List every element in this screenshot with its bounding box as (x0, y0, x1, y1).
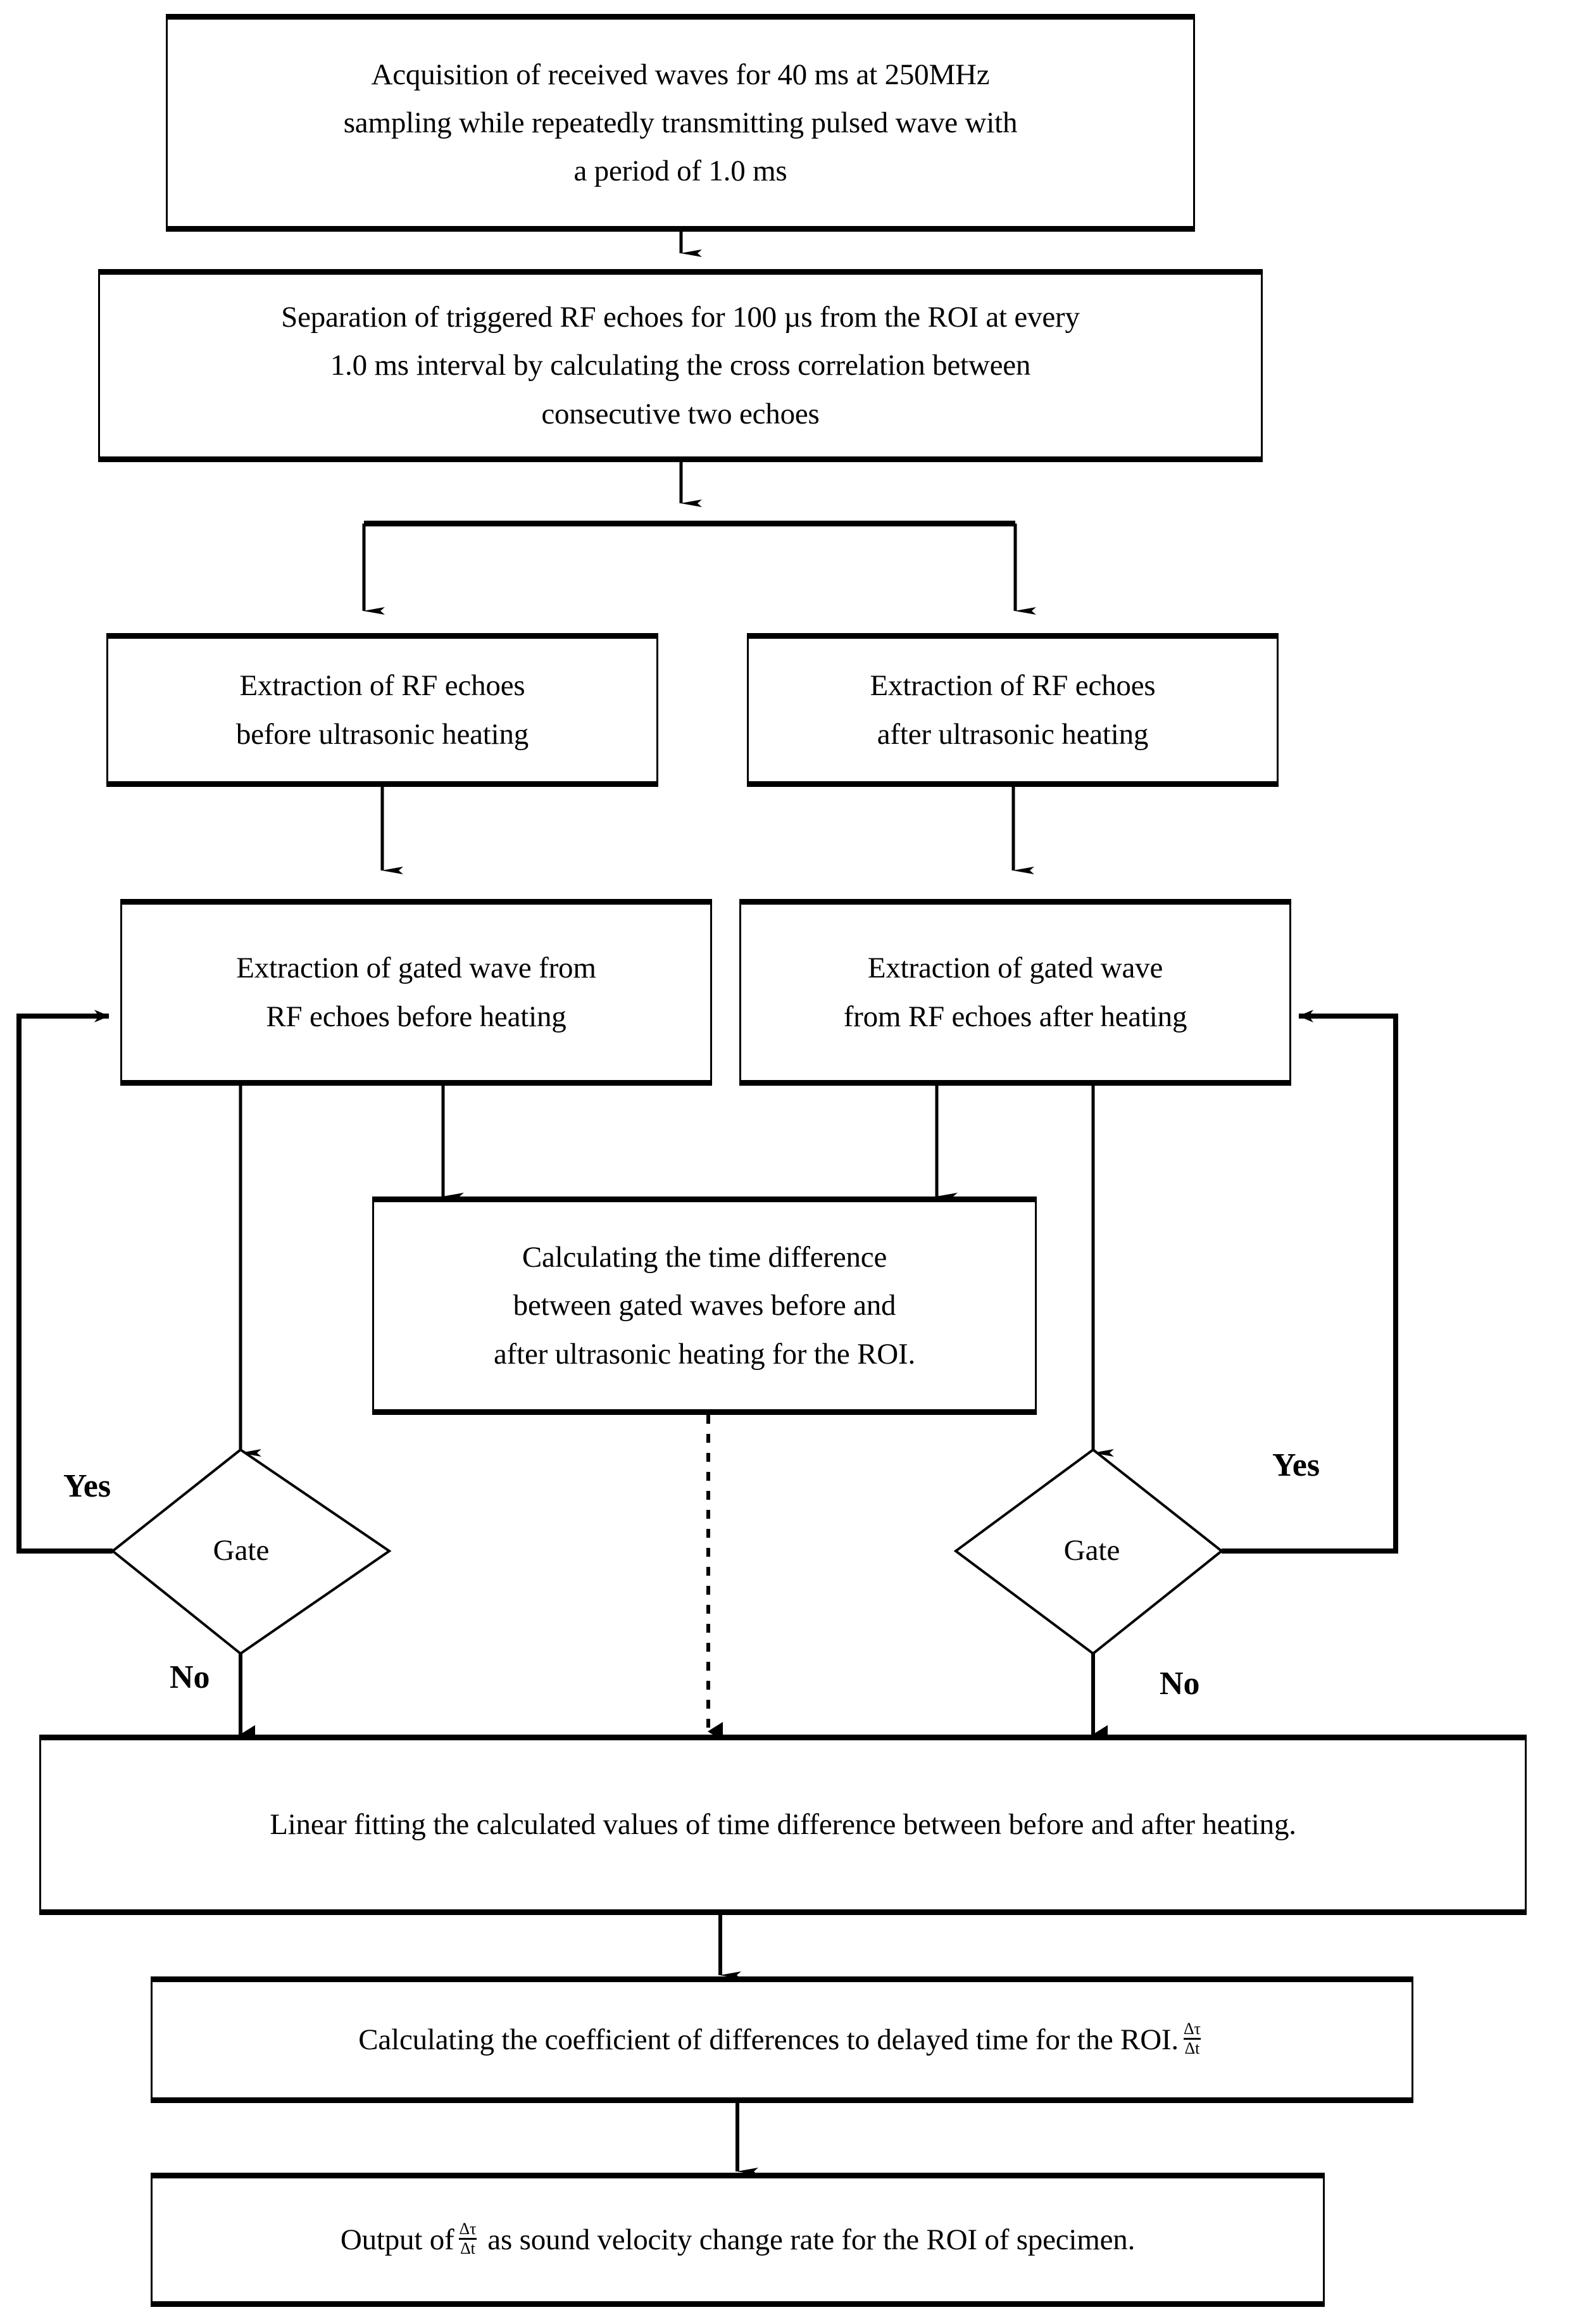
node-acquisition-text: Acquisition of received waves for 40 ms … (343, 58, 1018, 188)
gate-left-no-label: No (170, 1659, 210, 1695)
node-time-difference-text: Calculating the time difference between … (493, 1241, 916, 1371)
node-coefficient: Calculating the coefficient of differenc… (151, 1976, 1413, 2103)
node-separation-text: Separation of triggered RF echoes for 10… (281, 301, 1080, 430)
node-extract-after-text: Extraction of RF echoes after ultrasonic… (870, 669, 1156, 751)
node-output: Output of Δτ Δt as sound velocity change… (151, 2173, 1325, 2307)
coefficient-fraction-denominator: Δt (1183, 2037, 1201, 2057)
node-gated-before: Extraction of gated wave from RF echoes … (120, 899, 712, 1086)
node-output-label-after: as sound velocity change rate for the RO… (487, 2223, 1136, 2256)
output-fraction-denominator: Δt (459, 2237, 477, 2258)
node-time-difference: Calculating the time difference between … (372, 1197, 1037, 1415)
node-gated-after-text: Extraction of gated wave from RF echoes … (843, 952, 1187, 1033)
node-extract-before-text: Extraction of RF echoes before ultrasoni… (235, 669, 529, 751)
gate-right-label: Gate (1063, 1534, 1120, 1567)
gate-right-no-label: No (1160, 1666, 1200, 1702)
coefficient-fraction-numerator: Δτ (1183, 2019, 1201, 2038)
gate-left-yes-label: Yes (63, 1468, 111, 1504)
node-extract-before: Extraction of RF echoes before ultrasoni… (106, 633, 658, 787)
node-coefficient-text: Calculating the coefficient of differenc… (347, 2016, 1217, 2064)
node-linear-fitting: Linear fitting the calculated values of … (39, 1735, 1527, 1915)
node-coefficient-label: Calculating the coefficient of differenc… (358, 2023, 1179, 2056)
gate-left-diamond (110, 1448, 392, 1655)
coefficient-fraction: Δτ Δt (1182, 2020, 1202, 2057)
gate-right-yes-label: Yes (1272, 1447, 1320, 1483)
node-gated-after: Extraction of gated wave from RF echoes … (739, 899, 1291, 1086)
node-extract-after: Extraction of RF echoes after ultrasonic… (747, 633, 1279, 787)
node-output-text: Output of Δτ Δt as sound velocity change… (329, 2216, 1146, 2264)
edge-gateright-yes-loop (1222, 1010, 1398, 1554)
gate-left-label: Gate (213, 1534, 270, 1567)
output-fraction-numerator: Δτ (459, 2220, 477, 2239)
node-output-label-before: Output of (340, 2223, 454, 2256)
edge-gateleft-yes-loop (16, 1010, 113, 1554)
node-gated-before-text: Extraction of gated wave from RF echoes … (236, 952, 596, 1033)
gate-right-diamond (953, 1448, 1224, 1655)
node-linear-fitting-text: Linear fitting the calculated values of … (270, 1808, 1296, 1842)
node-separation: Separation of triggered RF echoes for 10… (98, 269, 1263, 462)
node-acquisition: Acquisition of received waves for 40 ms … (166, 14, 1195, 232)
output-fraction: Δτ Δt (458, 2220, 478, 2257)
